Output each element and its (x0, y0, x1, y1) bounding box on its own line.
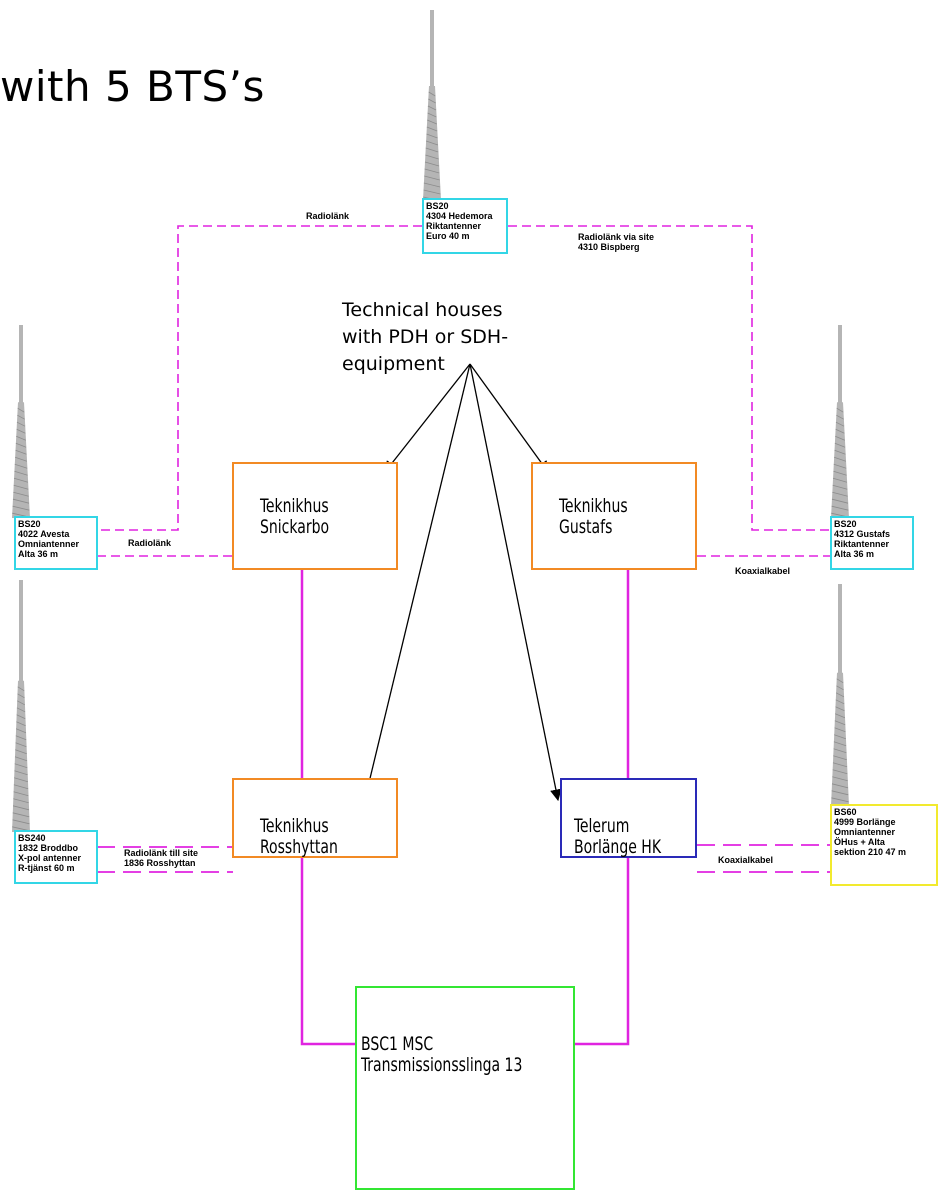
house-gustafs: Teknikhus Gustafs (531, 462, 697, 570)
site-hedemora: BS20 4304 Hedemora Riktantenner Euro 40 … (422, 198, 508, 254)
label-koaxial-gustafs: Koaxialkabel (735, 566, 791, 576)
house-telerum-label: Telerum Borlänge HK (574, 815, 662, 858)
label-radiolank-top: Radiolänk (306, 211, 350, 221)
house-snickarbo: Teknikhus Snickarbo (232, 462, 398, 570)
house-rosshyttan-label: Teknikhus Rosshyttan (260, 815, 338, 858)
arrow-to-gustafs (469, 363, 549, 473)
bsc-msc-label: BSC1 MSC Transmissionsslinga 13 (361, 1033, 523, 1076)
callout-note: Technical houses with PDH or SDH- equipm… (342, 299, 509, 375)
label-radiolank-via: Radiolänk via site 4310 Bispberg (578, 232, 655, 252)
trunk-telerum-bsc (574, 857, 630, 1046)
arrow-to-telerum (469, 363, 562, 802)
tower-broddbo-icon (12, 580, 30, 832)
antenna-towers (12, 10, 850, 832)
house-telerum: Telerum Borlänge HK (560, 778, 697, 858)
site-borlange: BS60 4999 Borlänge Omniantenner ÖHus + A… (830, 804, 938, 886)
trunk-rosshyttan-bsc (300, 857, 357, 1046)
tower-borlange-icon (830, 584, 850, 810)
site-broddbo: BS240 1832 Broddbo X-pol antenner R-tjän… (14, 830, 98, 884)
house-snickarbo-label: Teknikhus Snickarbo (260, 495, 330, 538)
bsc-msc-box: BSC1 MSC Transmissionsslinga 13 (355, 986, 575, 1190)
radio-link-hedemora-gustafs (508, 225, 832, 531)
site-gustafs: BS20 4312 Gustafs Riktantenner Alta 36 m (830, 516, 914, 570)
label-koaxial-borlange: Koaxialkabel (718, 855, 774, 865)
tower-hedemora-icon (423, 10, 441, 202)
label-radiolank-rosshyttan: Radiolänk till site 1836 Rosshyttan (124, 848, 199, 868)
radio-link-hedemora-avesta (97, 225, 422, 531)
arrow-to-rosshyttan (362, 363, 471, 797)
label-radiolank-avesta: Radiolänk (128, 538, 172, 548)
house-gustafs-label: Teknikhus Gustafs (559, 495, 628, 538)
house-rosshyttan: Teknikhus Rosshyttan (232, 778, 398, 858)
page-title: with 5 BTS’s (0, 62, 265, 111)
tower-avesta-icon (12, 325, 30, 518)
arrow-to-snickarbo (384, 363, 471, 473)
site-avesta: BS20 4022 Avesta Omniantenner Alta 36 m (14, 516, 98, 570)
tower-gustafs-icon (831, 325, 849, 518)
